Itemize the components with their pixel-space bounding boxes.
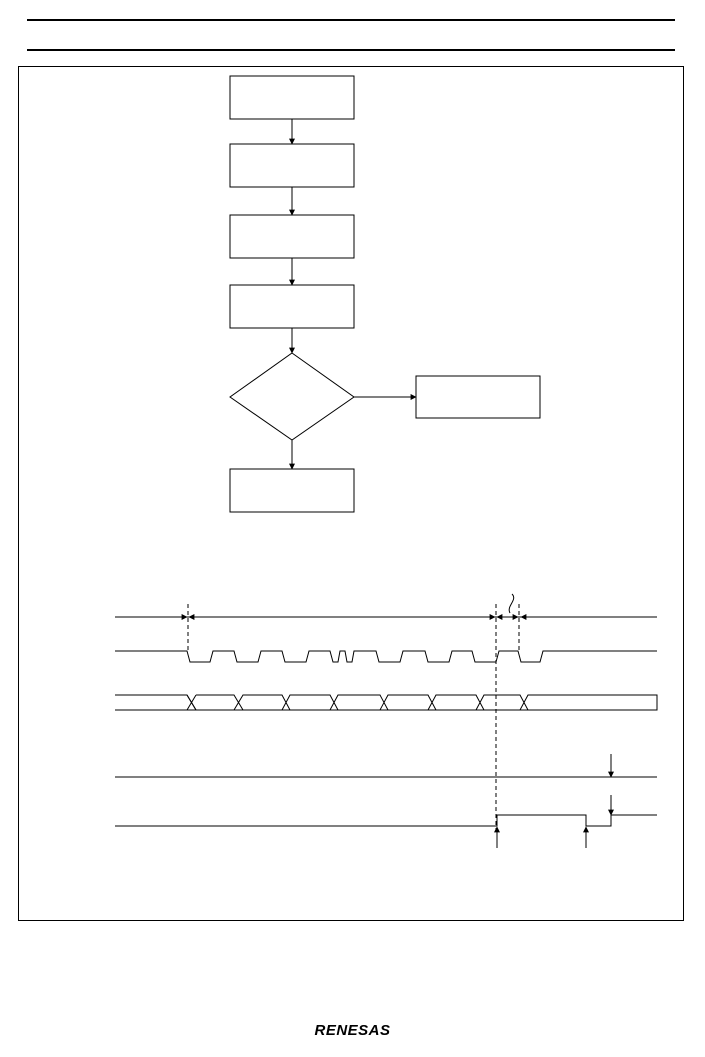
figure-frame (18, 66, 684, 921)
header-rule-top (27, 19, 675, 21)
timing-callout-curve (508, 593, 515, 614)
flow-box-3 (229, 214, 355, 259)
timing-dimension-markers (180, 593, 528, 620)
flowchart (229, 75, 541, 513)
flow-box-4 (229, 284, 355, 329)
timing-signal-2-clock (115, 650, 657, 663)
timing-diagram (115, 593, 658, 848)
flow-box-1 (229, 75, 355, 120)
flow-box-end (229, 468, 355, 513)
timing-signal-5-flag (115, 814, 657, 827)
flow-decision-diamond (229, 352, 355, 441)
header-rule-bottom (27, 49, 675, 51)
flow-box-2 (229, 143, 355, 188)
timing-signal-3-bus (115, 694, 658, 711)
flow-box-branch (415, 375, 541, 419)
footer-logo: RENESAS (314, 1022, 391, 1039)
